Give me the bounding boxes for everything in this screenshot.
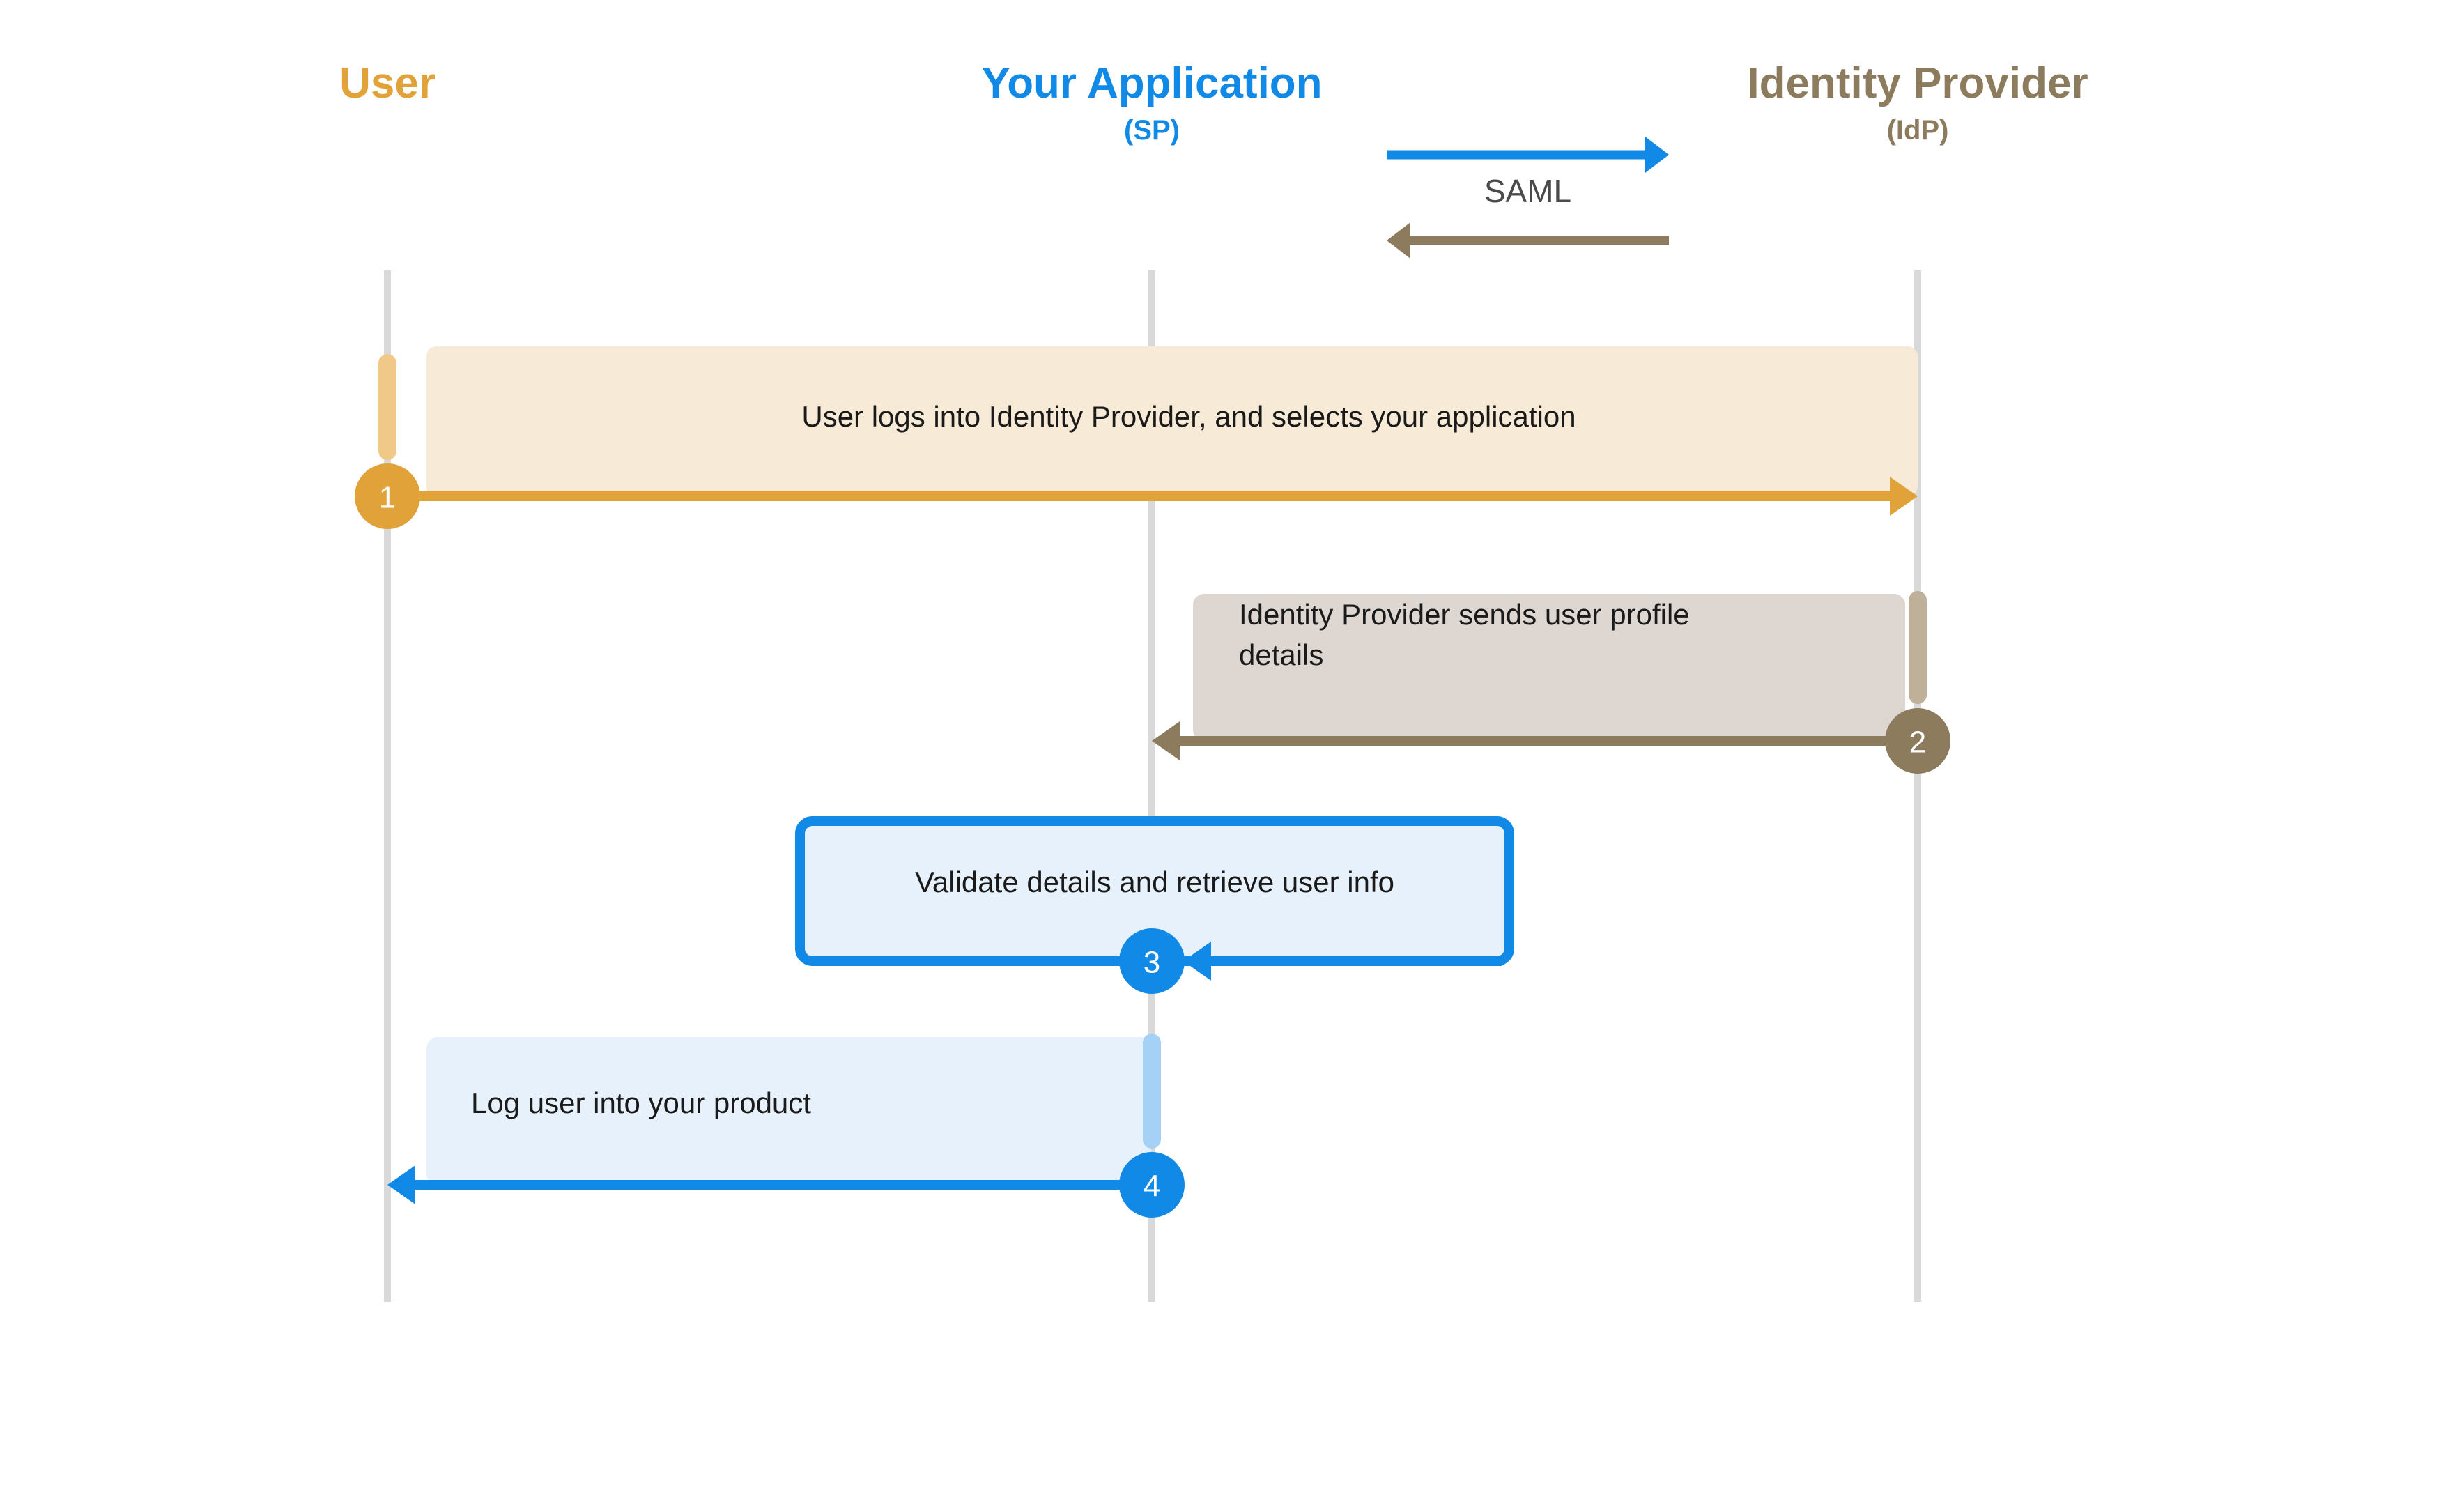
message-text-layer: User logs into Identity Provider, and se… bbox=[471, 400, 1690, 1119]
step-1-marker-circle bbox=[355, 463, 420, 529]
step-3-message-text-line-1: Validate details and retrieve user info bbox=[915, 866, 1394, 898]
step-4-number-label: 4 bbox=[1144, 1169, 1160, 1204]
step-4-message-band bbox=[426, 1037, 1151, 1185]
step-4-arrowhead-icon bbox=[387, 1165, 415, 1204]
step-2-arrowhead-icon bbox=[1152, 721, 1180, 760]
step-1-number-label: 1 bbox=[379, 481, 396, 515]
legend-layer: SAML bbox=[1387, 137, 1669, 259]
step-markers-layer: 1 2 3 4 bbox=[355, 463, 1950, 1218]
step-2-message-band bbox=[1193, 594, 1905, 741]
actor-title-sp: Your Application bbox=[981, 59, 1322, 107]
message-bands-layer bbox=[426, 346, 1918, 1185]
actor-headers-layer: User Your Application (SP) Identity Provide… bbox=[339, 59, 2088, 146]
step-2-message-text-line-2: details bbox=[1239, 638, 1323, 671]
step-2-number-label: 2 bbox=[1909, 726, 1926, 760]
step-2-activation-bar bbox=[1909, 591, 1927, 704]
step-3-number-label: 3 bbox=[1144, 946, 1160, 980]
actor-subtitle-sp: (SP) bbox=[1124, 115, 1180, 146]
step-4-activation-bar bbox=[1143, 1034, 1161, 1149]
step-1-message-band bbox=[426, 346, 1918, 496]
lifeline-user bbox=[384, 270, 391, 1302]
step-4-marker-circle bbox=[1119, 1152, 1185, 1218]
activation-bars-layer bbox=[378, 354, 1927, 1149]
step-1-arrowhead-icon bbox=[1890, 477, 1918, 516]
step-2-marker-circle bbox=[1885, 708, 1950, 774]
step-3-arrowhead-icon bbox=[1183, 942, 1211, 981]
step-3-marker-circle bbox=[1119, 928, 1185, 994]
lifelines-layer bbox=[384, 270, 1921, 1302]
lifeline-sp bbox=[1148, 270, 1155, 1302]
legend-label-saml: SAML bbox=[1484, 173, 1571, 209]
actor-title-user: User bbox=[339, 59, 436, 107]
lifeline-idp bbox=[1914, 270, 1921, 1302]
actor-subtitle-idp: (IdP) bbox=[1887, 115, 1949, 146]
step-1-message-text-line-1: User logs into Identity Provider, and se… bbox=[801, 400, 1576, 433]
legend-back-arrowhead-icon bbox=[1387, 222, 1410, 259]
step-1-activation-bar bbox=[378, 354, 396, 460]
step-4-message-text-line-1: Log user into your product bbox=[471, 1087, 811, 1119]
actor-title-idp: Identity Provider bbox=[1747, 59, 2088, 107]
step-2-message-text-line-1: Identity Provider sends user profile bbox=[1239, 598, 1690, 631]
legend-forward-arrowhead-icon bbox=[1645, 137, 1669, 173]
message-arrows-layer bbox=[387, 477, 1918, 1204]
